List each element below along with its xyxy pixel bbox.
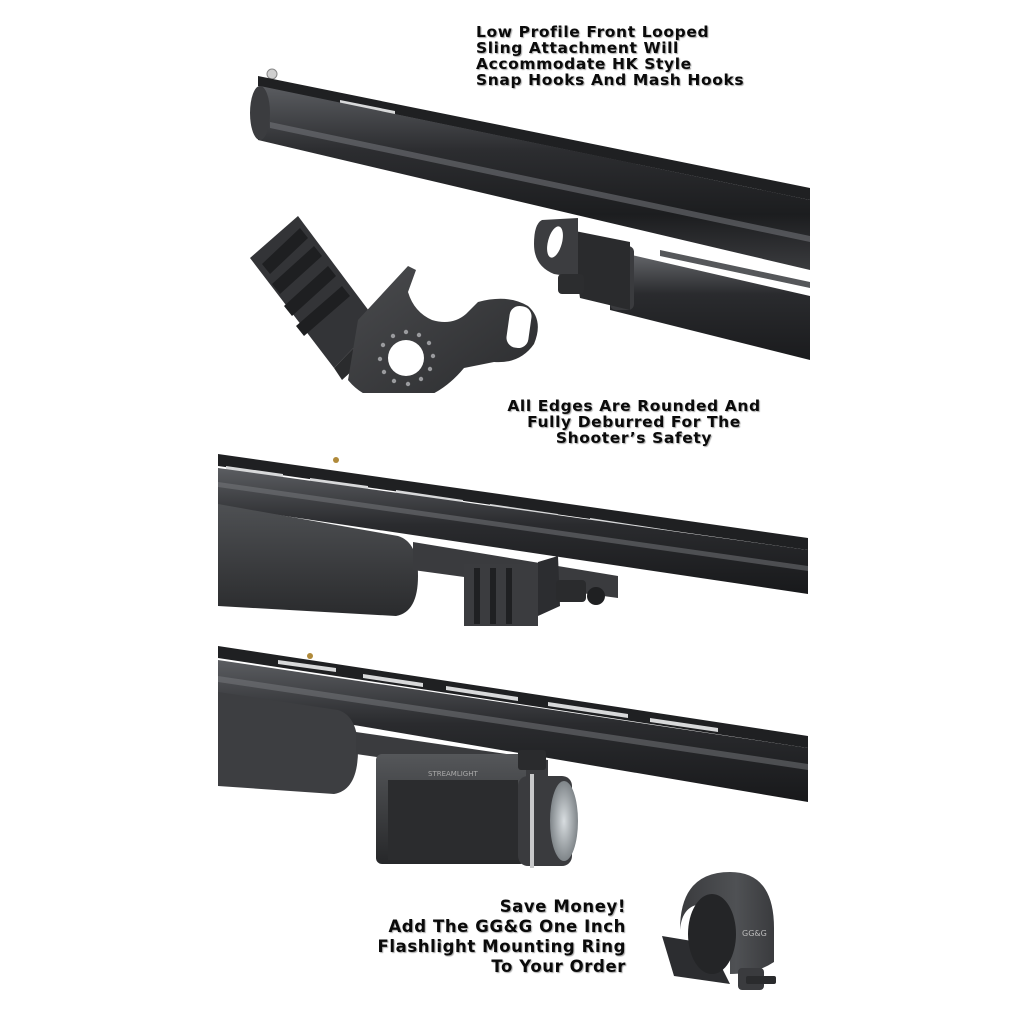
sling-mount-image xyxy=(250,216,538,393)
photo-top-barrel xyxy=(230,60,810,380)
caption-line: Shooter’s Safety xyxy=(555,429,713,447)
photo-sling-mount xyxy=(238,208,548,393)
caption-line: Snap Hooks And Mash Hooks xyxy=(476,71,745,89)
caption-line: To Your Order xyxy=(491,957,626,976)
caption-rounded-edges: All Edges Are Rounded And Fully Deburred… xyxy=(484,398,784,446)
caption-save-money: Save Money! Add The GG&G One Inch Flashl… xyxy=(290,897,626,977)
caption-line: All Edges Are Rounded And xyxy=(507,397,761,415)
photo-light-barrel: STREAMLIGHT xyxy=(218,636,808,876)
caption-line: Add The GG&G One Inch xyxy=(388,917,626,936)
caption-line: Save Money! xyxy=(499,897,626,916)
caption-line: Accommodate HK Style xyxy=(476,55,692,73)
caption-line: Low Profile Front Looped xyxy=(476,23,710,41)
photo-flashlight-ring: GG&G xyxy=(650,864,790,1004)
photo-rail-barrel xyxy=(218,446,808,631)
flashlight-brand-mark: STREAMLIGHT xyxy=(428,770,478,778)
shotgun-weapon-light-image: STREAMLIGHT xyxy=(218,646,808,868)
caption-sling-attachment: Low Profile Front Looped Sling Attachmen… xyxy=(476,24,744,88)
shotgun-barrel-image xyxy=(250,68,810,360)
ring-engraving: GG&G xyxy=(742,929,767,938)
caption-line: Sling Attachment Will xyxy=(476,39,679,57)
shotgun-rail-mount-image xyxy=(218,454,808,626)
caption-line: Fully Deburred For The xyxy=(527,413,741,431)
caption-line: Flashlight Mounting Ring xyxy=(377,937,626,956)
flashlight-ring-image: GG&G xyxy=(662,872,776,990)
